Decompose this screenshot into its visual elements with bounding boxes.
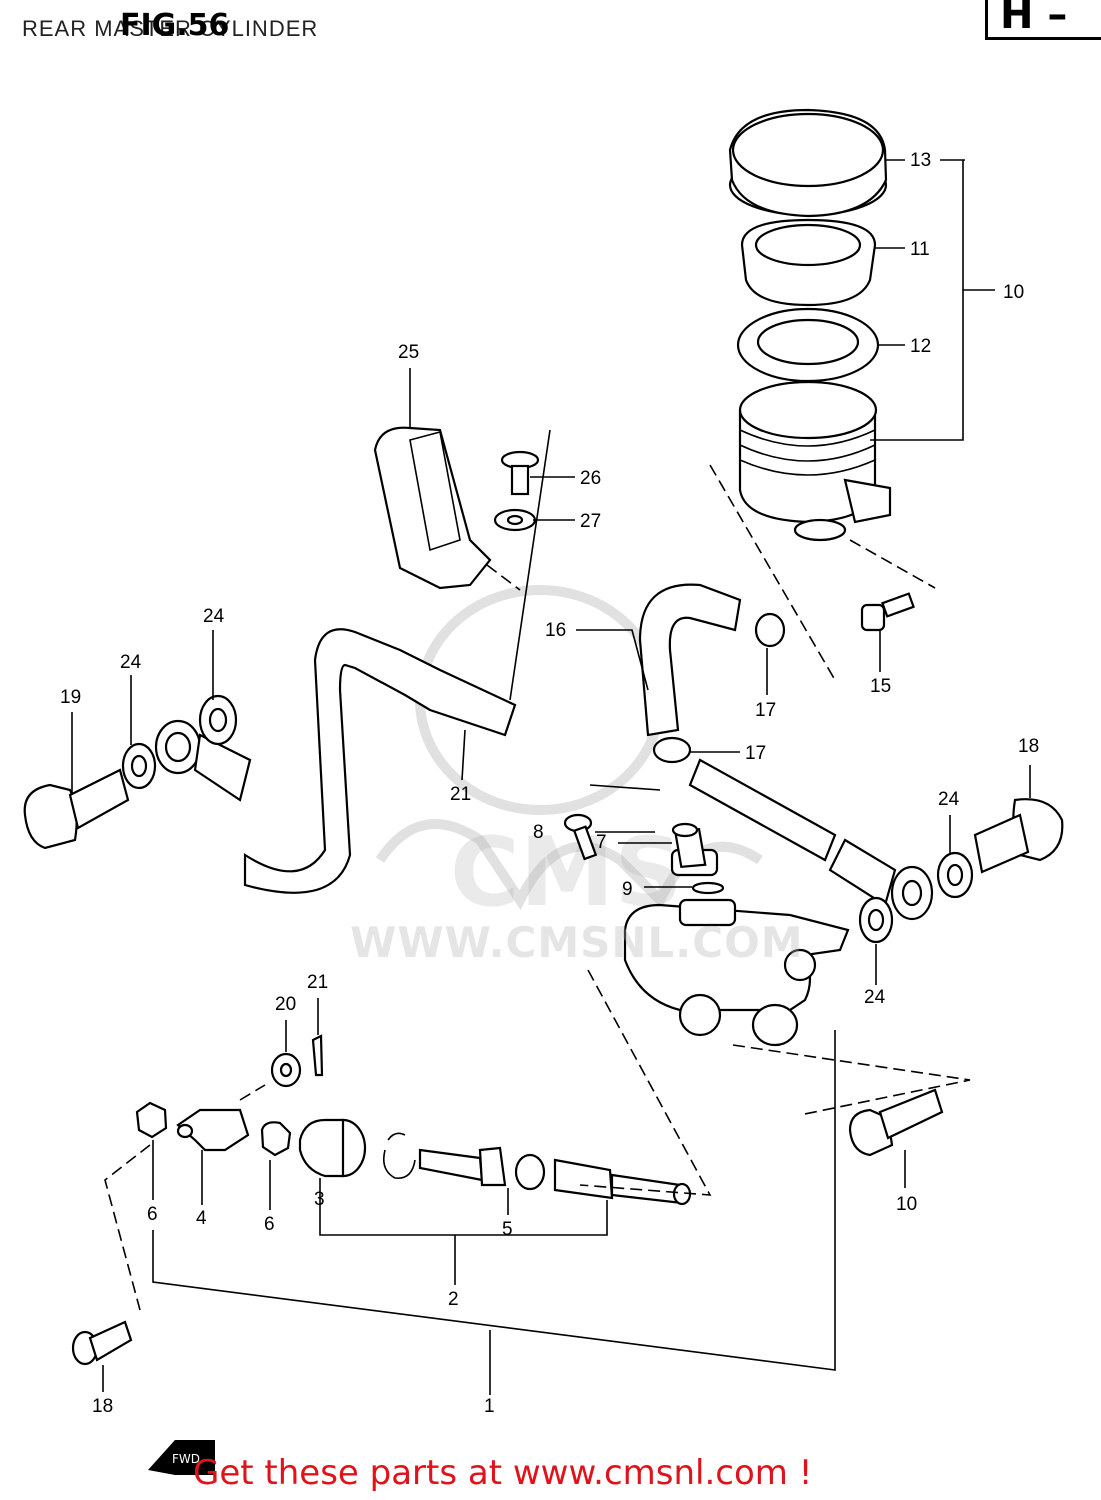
bolt-15 [860,592,915,632]
washer-24-c [936,851,974,899]
washer-19 [270,1052,302,1088]
callout-11: 10 [1003,282,1024,303]
callout-17-b: 17 [745,743,766,764]
callout-10: 10 [896,1194,917,1215]
callouts: 13 11 10 12 25 26 27 24 16 24 15 19 17 1… [60,150,1039,1417]
nut-6-right [260,1121,292,1157]
hose-clamp-lower [652,736,692,764]
screw-9 [563,813,598,861]
reservoir-hose [638,583,742,737]
snap-ring [382,1132,416,1179]
get-parts-link[interactable]: Get these parts at www.cmsnl.com ! [193,1453,813,1493]
fwd-label: FWD [172,1452,200,1466]
callout-14: 13 [910,150,931,171]
pin-18 [71,1320,133,1366]
callout-8: 9 [622,879,633,900]
watermark-url: WWW.CMSNL.COM [350,918,804,967]
callout-12: 11 [910,239,930,260]
washer-24-a [121,742,157,790]
banjo-bolt-23 [23,768,130,850]
spring-assembly [553,1158,692,1206]
callout-17-a: 17 [755,700,776,721]
callout-7: 7 [596,832,607,853]
callout-6-b: 6 [264,1214,275,1235]
diaphragm-plate [740,218,877,307]
callout-9: 8 [533,822,544,843]
forward-direction-arrow: FWD [148,1440,215,1475]
callout-15: 15 [870,676,891,697]
callout-22: 18 [1018,736,1039,757]
banjo-fitting-left [154,719,252,802]
bolt-10 [848,1088,944,1157]
boot-3 [298,1118,367,1178]
callout-24-a: 24 [203,606,225,627]
callout-4: 4 [196,1208,207,1229]
washer-27 [493,508,537,532]
callout-2: 2 [448,1289,459,1310]
dashed-guides [104,464,971,1311]
callout-26: 26 [580,468,601,489]
callout-3: 3 [314,1189,325,1210]
callout-16: 16 [545,620,566,641]
callout-24-c: 24 [938,789,960,810]
callout-24-d: 24 [864,987,886,1008]
piston-5 [418,1146,546,1191]
inlet-joint-7 [670,822,719,877]
washer-24-d [858,896,894,944]
reservoir-bracket [373,426,492,590]
master-cylinder-body [623,898,850,1047]
hose-clamp-upper [754,612,786,648]
washer-24-b [198,694,238,746]
cotter-pin-20 [311,1034,324,1077]
section-box [985,0,1101,40]
callout-18: 18 [92,1396,113,1417]
clevis-4 [176,1108,250,1152]
callout-25: 25 [398,342,419,363]
callout-5: 5 [502,1219,513,1240]
callout-6-a: 6 [147,1204,158,1225]
figure-number: FIG.56 [120,8,230,43]
diagram-title: REAR MASTER CYLINDER [22,16,319,41]
nut-6-left [135,1101,168,1139]
reservoir-body [738,380,892,542]
callout-1: 1 [484,1396,495,1417]
brake-pipe-right [688,758,934,921]
screw-26 [500,450,540,496]
reservoir-cap [728,108,888,218]
callout-21: 21 [450,784,471,805]
callout-13: 12 [910,336,931,357]
leader-lines [71,159,1031,1395]
callout-27: 27 [580,511,601,532]
o-ring-8 [691,881,725,895]
callout-19: 20 [275,994,296,1015]
callout-23: 19 [60,687,81,708]
callout-24-b: 24 [120,652,142,673]
banjo-bolt-22 [973,798,1064,874]
brake-hose [243,628,517,894]
diaphragm [736,307,880,383]
callout-20: 21 [307,972,328,993]
section-code: H – [1000,0,1068,38]
watermark-logo: CMS [375,585,763,928]
